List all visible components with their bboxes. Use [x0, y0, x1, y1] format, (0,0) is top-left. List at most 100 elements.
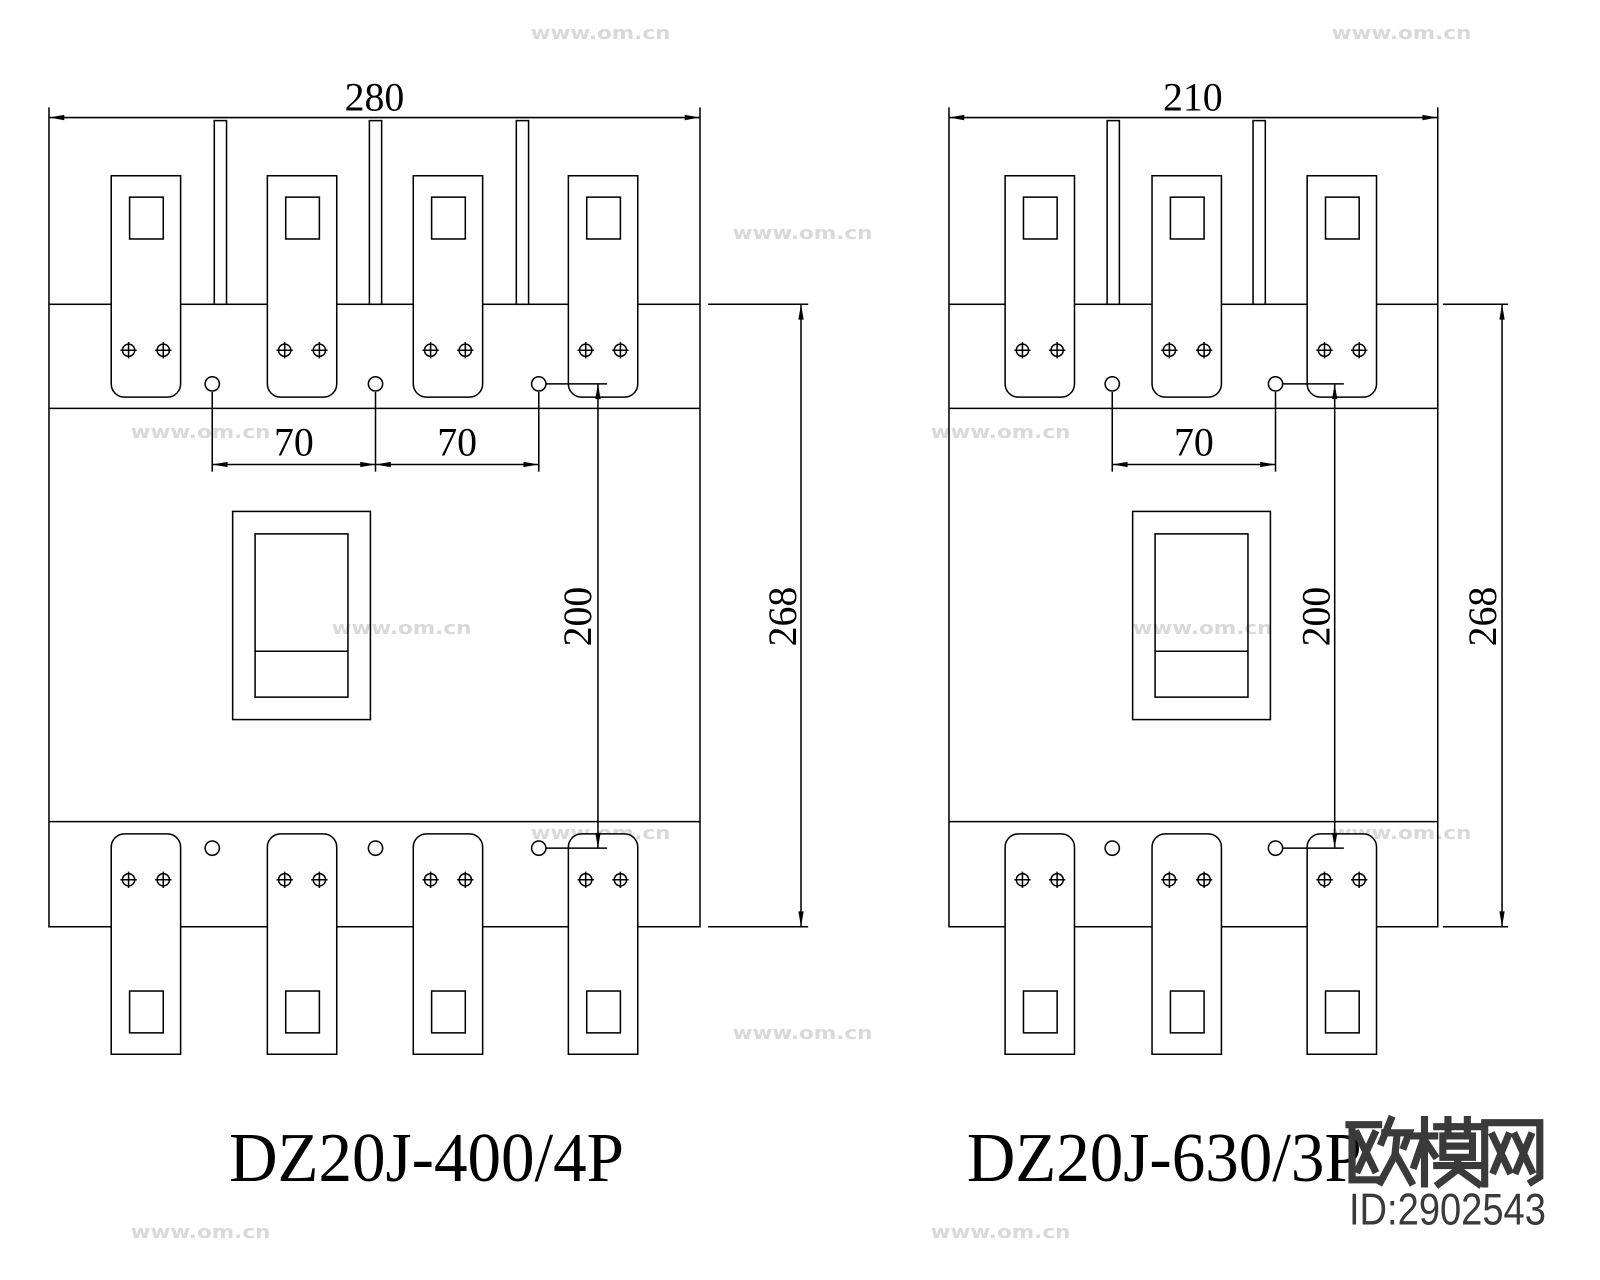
watermark-url: www.om.cn — [131, 423, 271, 443]
terminal-screw — [1161, 342, 1178, 359]
terminal-screw — [1351, 871, 1368, 888]
arrowhead — [375, 461, 391, 468]
dim-width-label: 280 — [345, 75, 405, 119]
line-terminal-top — [1004, 174, 1076, 398]
model-title: DZ20J-400/4P — [229, 1120, 624, 1197]
terminal-window — [430, 990, 467, 1034]
line-terminal-top — [1306, 174, 1378, 398]
logo-watermark — [1345, 1114, 1544, 1189]
watermark-url: www.om.cn — [733, 224, 873, 244]
terminal-screw — [422, 342, 439, 359]
terminal-screw — [422, 871, 439, 888]
watermark-url: www.om.cn — [1332, 24, 1472, 44]
watermark-id-label: ID:2902543 — [1349, 1184, 1546, 1235]
arc-barrier — [1252, 119, 1267, 306]
dim-pole-pitch-label: 70 — [1174, 420, 1214, 464]
line-terminal-top — [412, 174, 484, 398]
terminal-window — [585, 990, 622, 1034]
arc-barrier — [515, 119, 530, 306]
terminal-window — [128, 990, 165, 1034]
line-terminal-top — [266, 174, 338, 398]
load-terminal-bottom — [110, 833, 182, 1056]
mounting-hole — [1267, 840, 1284, 857]
terminal-screw — [276, 342, 293, 359]
terminal-screw — [120, 871, 137, 888]
mounting-hole — [367, 840, 384, 857]
handle-frame — [231, 510, 372, 721]
terminal-screw — [457, 871, 474, 888]
terminal-window — [585, 196, 622, 240]
arrowhead — [48, 114, 65, 121]
terminal-screw — [120, 342, 137, 359]
terminal-window — [128, 196, 165, 240]
dim-mount-height-label: 200 — [1295, 587, 1339, 647]
breaker-drawing-630-3p — [948, 107, 1509, 1056]
arrowhead — [798, 304, 804, 320]
terminal-screw — [457, 342, 474, 359]
load-terminal-bottom — [567, 833, 639, 1056]
mounting-hole — [367, 375, 384, 392]
terminal-screw — [155, 342, 172, 359]
load-terminal-bottom — [1151, 833, 1223, 1056]
terminal-screw — [1316, 871, 1333, 888]
terminal-window — [1169, 990, 1205, 1034]
mounting-hole — [530, 375, 547, 392]
handle-window — [254, 533, 349, 698]
arc-barrier — [213, 119, 228, 306]
arrowhead — [360, 461, 376, 468]
arrowhead — [1332, 383, 1338, 400]
terminal-screw — [311, 342, 328, 359]
arrowhead — [1499, 911, 1505, 927]
terminal-window — [1324, 990, 1360, 1034]
load-terminal-bottom — [412, 833, 484, 1056]
terminal-screw — [276, 871, 293, 888]
terminal-screw — [577, 871, 594, 888]
mounting-hole — [1104, 375, 1121, 392]
dim-pole-pitch-label: 70 — [274, 420, 314, 464]
arrowhead — [1422, 114, 1438, 121]
watermark-url: www.om.cn — [531, 24, 671, 44]
logo-glyph-wang — [1481, 1119, 1544, 1188]
handle-frame — [1131, 510, 1272, 721]
logo-glyph-mo — [1409, 1116, 1484, 1189]
terminal-window — [1022, 196, 1058, 240]
terminal-screw — [1195, 871, 1213, 888]
load-terminal-bottom — [1004, 833, 1076, 1056]
terminal-screw — [612, 871, 629, 888]
terminal-screw — [1048, 342, 1066, 359]
watermark-url: www.om.cn — [131, 1223, 271, 1243]
watermark-url: www.om.cn — [332, 619, 472, 639]
line-terminal-top — [1151, 174, 1223, 398]
terminal-screw — [1048, 871, 1066, 888]
terminal-window — [1022, 990, 1058, 1034]
breaker-drawing-400-4p — [48, 107, 809, 1056]
dim-height-label: 268 — [761, 587, 805, 647]
dim-height-label: 268 — [1461, 587, 1505, 647]
terminal-window — [430, 196, 467, 240]
arrowhead — [595, 383, 601, 400]
terminal-screw — [612, 342, 629, 359]
arrowhead — [948, 114, 965, 121]
terminal-window — [284, 990, 321, 1034]
model-title: DZ20J-630/3P — [967, 1120, 1362, 1197]
mounting-hole — [204, 840, 221, 857]
line-terminal-top — [110, 174, 182, 398]
terminal-screw — [1351, 342, 1368, 359]
terminal-window — [1169, 196, 1205, 240]
load-terminal-bottom — [266, 833, 338, 1056]
terminal-screw — [155, 871, 172, 888]
terminal-window — [1324, 196, 1360, 240]
line-terminal-top — [567, 174, 639, 398]
arrowhead — [1112, 461, 1128, 468]
arc-barrier — [368, 119, 383, 306]
logo-glyph-ou — [1345, 1114, 1417, 1187]
terminal-screw — [1195, 342, 1213, 359]
watermark-url: www.om.cn — [931, 423, 1071, 443]
terminal-screw — [577, 342, 594, 359]
terminal-screw — [1316, 342, 1333, 359]
arrowhead — [1499, 304, 1505, 320]
arrowhead — [798, 911, 804, 927]
handle-window — [1154, 533, 1249, 698]
watermark-url: www.om.cn — [931, 1223, 1071, 1243]
